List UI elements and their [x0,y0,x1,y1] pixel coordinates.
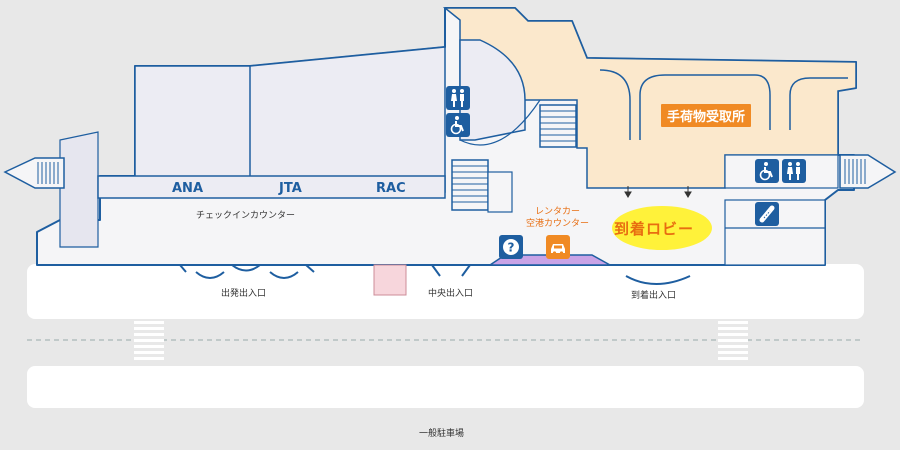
rental-car-icon [546,235,570,259]
checkin-counter-row [97,175,446,199]
restroom-icon [446,86,470,110]
crosswalk-left [134,321,164,360]
stairs-center [451,159,489,211]
baggage-carousel-1 [599,69,631,140]
escalator-left [3,157,65,189]
wheelchair-icon [446,113,470,137]
central-corridor-curve [459,39,526,141]
rental-car-label: レンタカー 空港カウンター [526,206,589,230]
pink-room [373,264,407,296]
departure-hall-zone [134,46,446,193]
wheelchair-icon-arrival [755,159,779,183]
information-icon: ? [499,235,523,259]
left-wing [59,131,99,248]
arrival-lobby-highlight [612,206,712,250]
escalator-right [839,154,897,189]
phone-icon [755,202,779,226]
baggage-carousel-2 [639,74,771,140]
ana-counter-label: ANA [172,181,204,196]
parking-label: 一般駐車場 [419,429,465,439]
jta-counter-label: JTA [279,181,302,196]
baggage-claim-label: 手荷物受取所 [661,104,752,127]
arrival-restroom-block [724,154,839,189]
baggage-carousel-3 [789,77,848,130]
security-curve [459,99,541,146]
room-near-stairs [487,171,513,213]
checkin-counter-label: チェックインカウンター [196,211,296,221]
arrival-entrance-label: 到着出入口 [631,291,677,301]
arrival-arrows [624,186,692,198]
lower-road [27,366,864,408]
departure-entrance-label: 出発出入口 [221,289,267,299]
rental-car-label-line2: 空港カウンター [526,219,590,229]
crosswalk-right [718,321,748,360]
arrival-lobby-label: 到着ロビー [614,220,695,238]
restroom-icon-arrival [782,159,806,183]
central-entrance-label: 中央出入口 [428,289,474,299]
rac-counter-label: RAC [376,181,406,196]
stairs-upper [539,104,577,148]
rental-car-label-line1: レンタカー [535,207,581,217]
entrance-doors [179,264,691,285]
svg-text:?: ? [508,241,515,255]
upper-road [27,264,864,319]
